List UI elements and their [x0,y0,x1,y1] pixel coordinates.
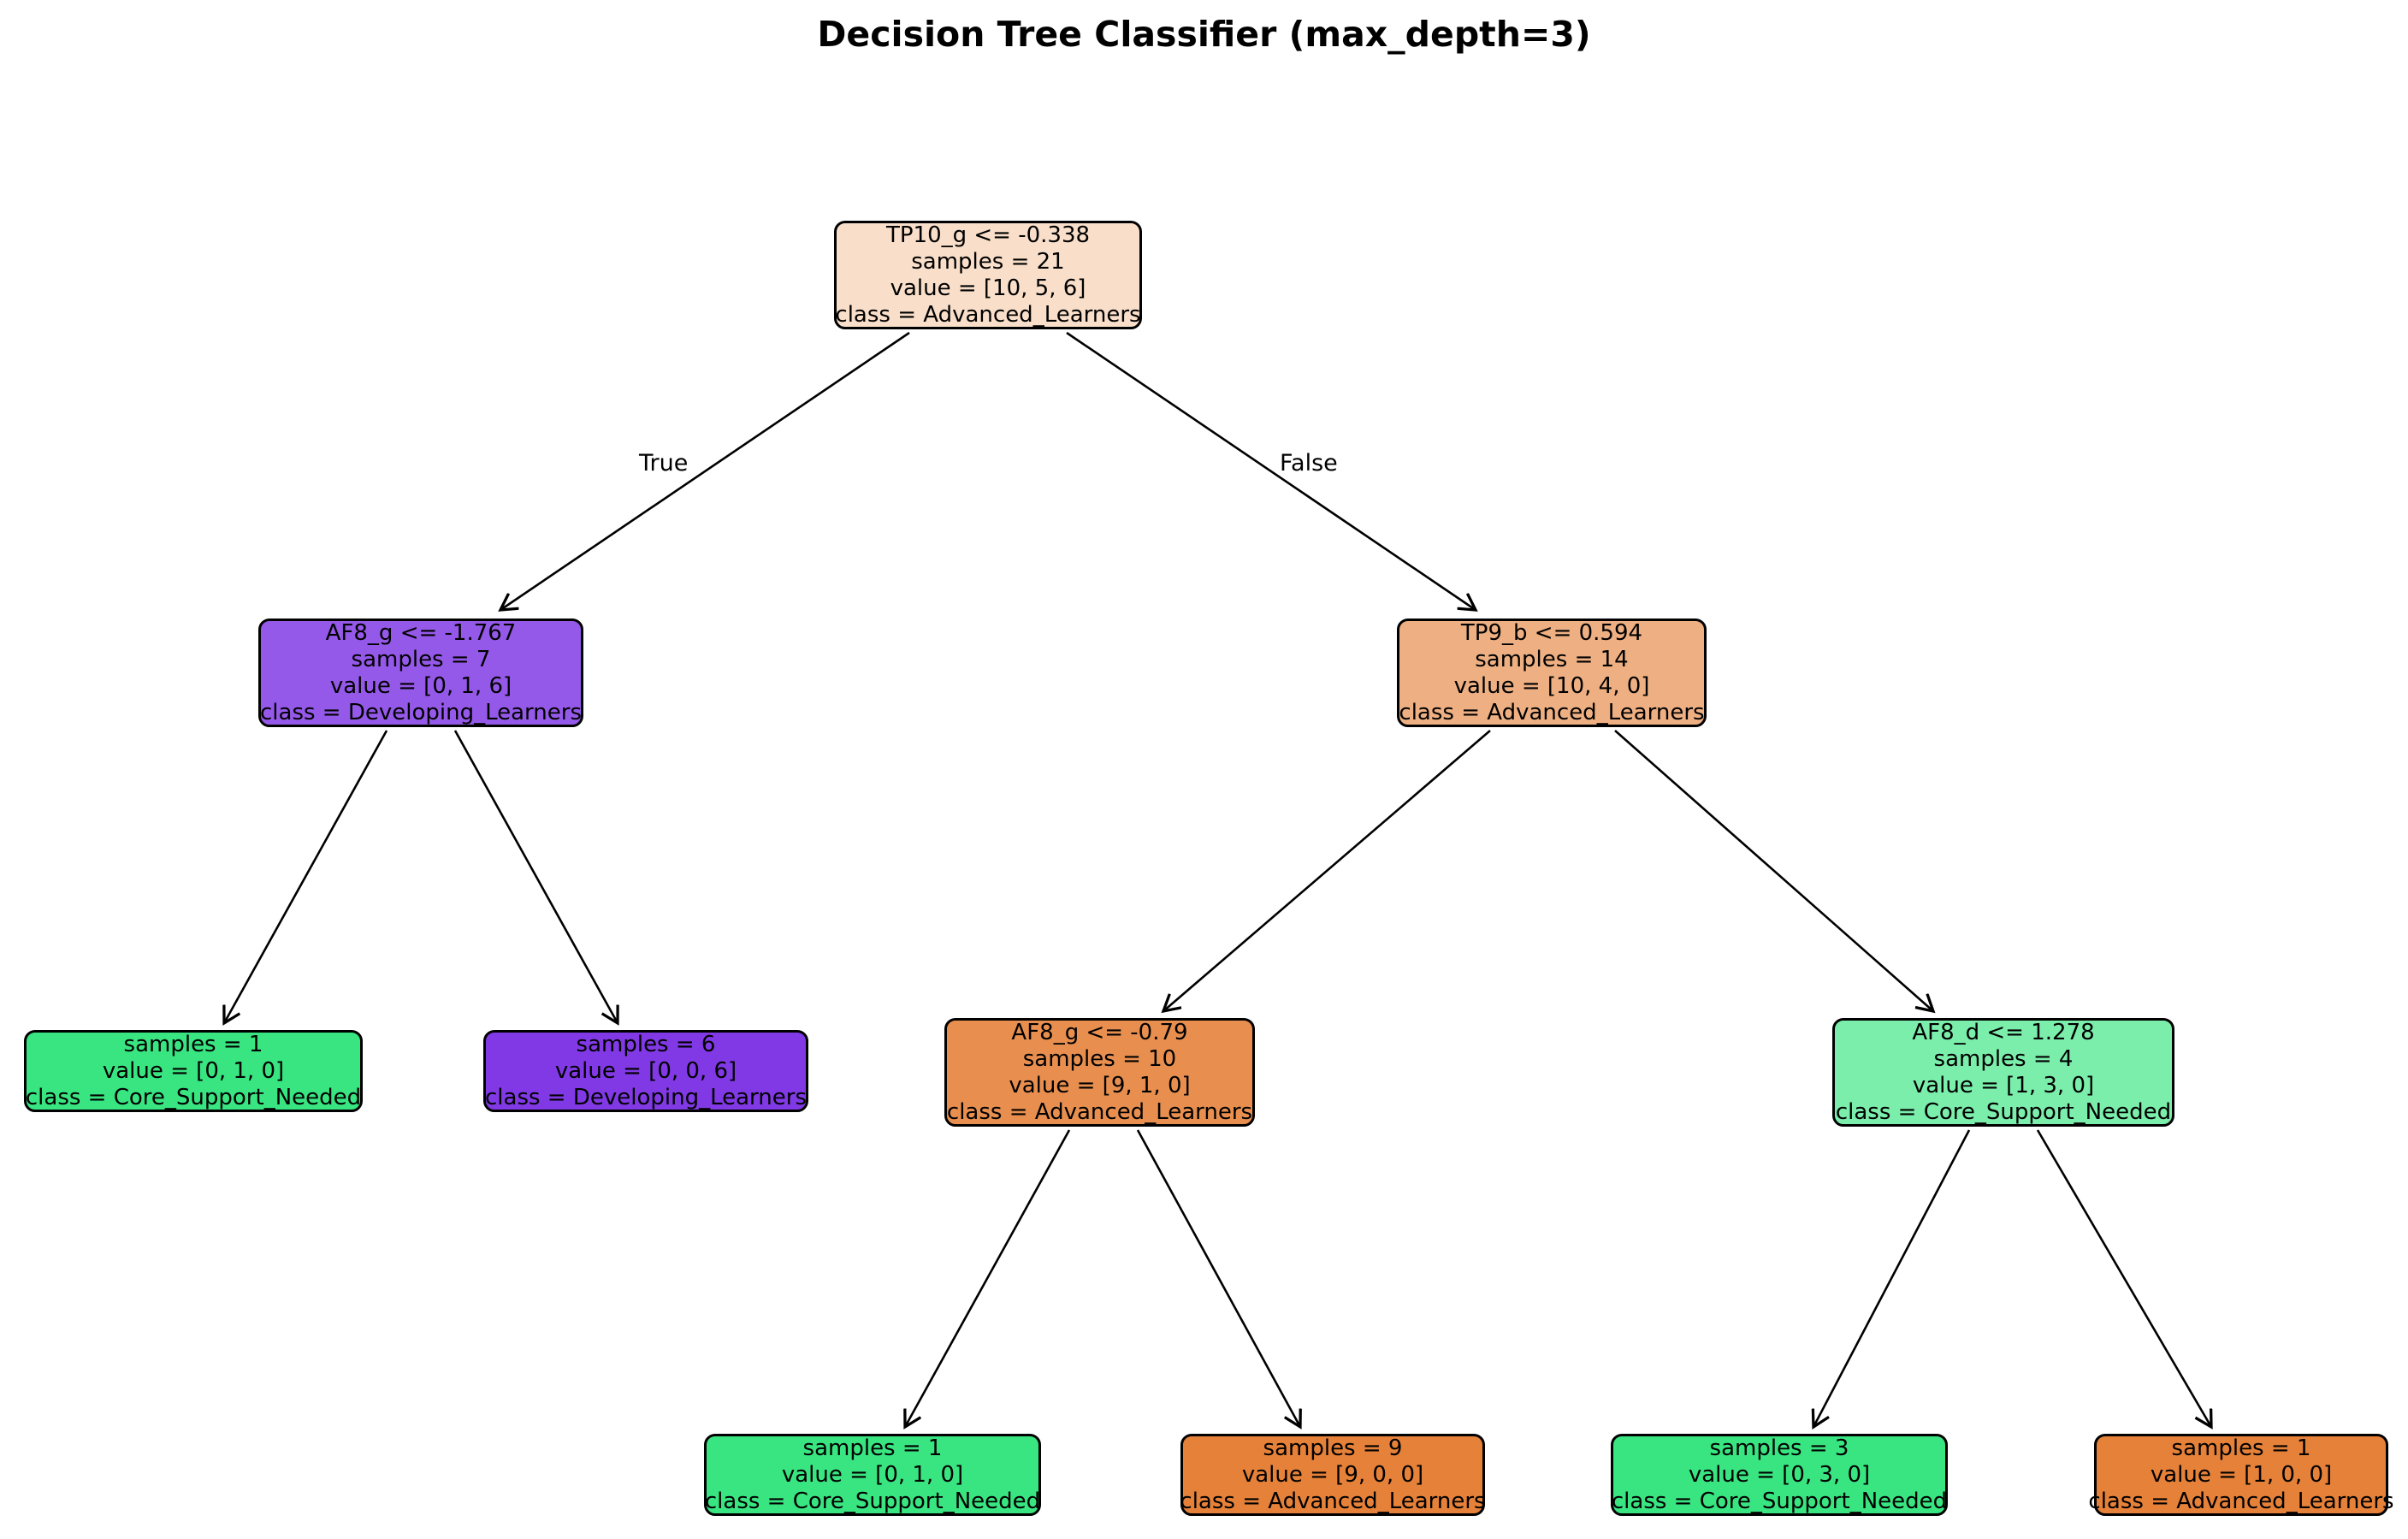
edge-depth1-right-to-split-2 [1614,730,1933,1011]
node-class: class = Advanced_Learners [1180,1488,1486,1514]
node-samples: samples = 4 [1933,1045,2074,1072]
node-value: value = [0, 3, 0] [1688,1461,1871,1488]
node-class: class = Advanced_Learners [2088,1488,2394,1514]
edge-depth1-left-to-leaf-1 [224,730,388,1023]
node-class: class = Developing_Learners [260,699,582,725]
node-value: value = [0, 1, 0] [781,1461,964,1488]
tree-node-depth2-split-1: AF8_g <= -0.79 samples = 10 value = [9, … [944,1018,1255,1127]
edge-root-to-depth1-left [500,331,910,610]
edge-depth1-right-to-split-1 [1163,730,1491,1011]
edge-label-false: False [1280,450,1338,476]
edge-depth1-left-to-leaf-2 [453,730,618,1023]
edge-split-1-to-leaf-2 [1136,1129,1300,1427]
node-value: value = [0, 1, 6] [329,672,512,699]
edge-root-to-depth1-right [1066,331,1476,610]
node-samples: samples = 1 [802,1435,943,1461]
node-class: class = Core_Support_Needed [704,1488,1041,1514]
tree-node-depth1-right: TP9_b <= 0.594 samples = 14 value = [10,… [1397,619,1707,727]
node-class: class = Core_Support_Needed [25,1084,362,1110]
node-value: value = [9, 0, 0] [1241,1461,1424,1488]
node-value: value = [1, 0, 0] [2150,1461,2333,1488]
edge-split-2-to-leaf-4 [2036,1129,2211,1427]
node-condition: AF8_g <= -0.79 [1011,1019,1188,1045]
node-class: class = Core_Support_Needed [1835,1098,2172,1125]
node-condition: AF8_d <= 1.278 [1912,1019,2095,1045]
node-value: value = [0, 0, 6] [554,1057,737,1084]
node-condition: AF8_g <= -1.767 [325,619,517,646]
node-samples: samples = 9 [1263,1435,1403,1461]
tree-node-depth2-leaf-1: samples = 1 value = [0, 1, 0] class = Co… [24,1030,363,1112]
edge-split-2-to-leaf-3 [1813,1129,1971,1427]
node-samples: samples = 14 [1475,646,1629,672]
node-condition: TP9_b <= 0.594 [1460,619,1643,646]
tree-node-depth1-left: AF8_g <= -1.767 samples = 7 value = [0, … [258,619,583,727]
tree-node-depth3-leaf-3: samples = 3 value = [0, 3, 0] class = Co… [1611,1434,1948,1516]
tree-node-root: TP10_g <= -0.338 samples = 21 value = [1… [834,221,1142,329]
node-value: value = [10, 4, 0] [1453,672,1650,699]
tree-node-depth3-leaf-1: samples = 1 value = [0, 1, 0] class = Co… [704,1434,1041,1516]
node-samples: samples = 6 [576,1031,716,1057]
node-value: value = [0, 1, 0] [102,1057,285,1084]
node-value: value = [1, 3, 0] [1912,1072,2095,1098]
node-samples: samples = 1 [123,1031,263,1057]
node-class: class = Developing_Learners [485,1084,807,1110]
tree-node-depth2-leaf-2: samples = 6 value = [0, 0, 6] class = De… [483,1030,808,1112]
node-samples: samples = 21 [911,248,1065,275]
figure-title: Decision Tree Classifier (max_depth=3) [817,14,1591,55]
node-value: value = [9, 1, 0] [1009,1072,1191,1098]
node-class: class = Advanced_Learners [946,1098,1253,1125]
node-class: class = Core_Support_Needed [1611,1488,1948,1514]
node-class: class = Advanced_Learners [1399,699,1705,725]
tree-node-depth2-split-2: AF8_d <= 1.278 samples = 4 value = [1, 3… [1832,1018,2174,1127]
node-samples: samples = 1 [2171,1435,2311,1461]
node-samples: samples = 7 [351,646,491,672]
node-samples: samples = 10 [1022,1045,1177,1072]
node-value: value = [10, 5, 6] [890,275,1086,301]
edge-split-1-to-leaf-1 [905,1129,1071,1427]
node-class: class = Advanced_Learners [835,301,1141,328]
tree-node-depth3-leaf-4: samples = 1 value = [1, 0, 0] class = Ad… [2088,1434,2394,1516]
edge-label-true: True [639,450,689,476]
node-condition: TP10_g <= -0.338 [885,222,1091,248]
node-samples: samples = 3 [1709,1435,1849,1461]
tree-node-depth3-leaf-2: samples = 9 value = [9, 0, 0] class = Ad… [1180,1434,1486,1516]
